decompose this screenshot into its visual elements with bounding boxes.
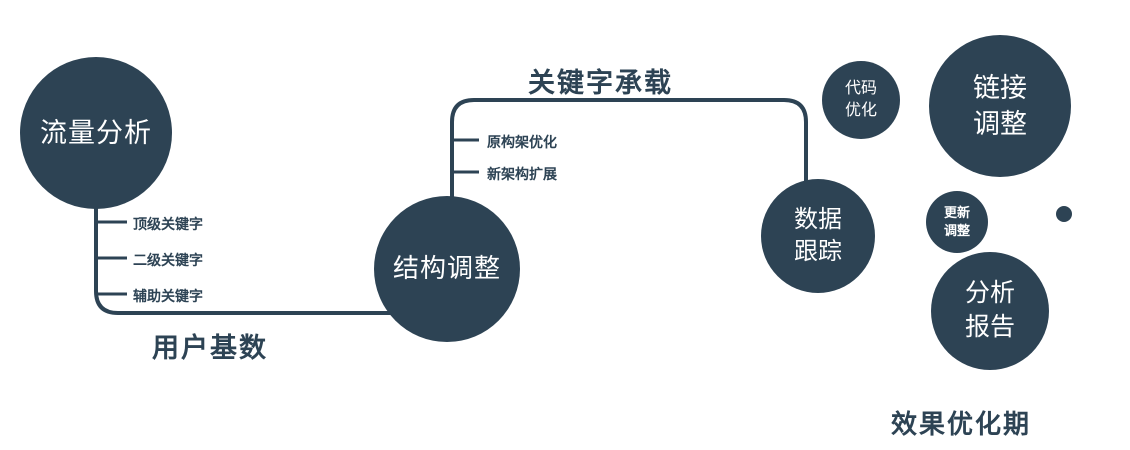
node-data-tracking: 数据 跟踪	[761, 179, 875, 293]
node-analysis-report-label: 分析 报告	[964, 279, 1015, 341]
node-structure-adjustment-label: 结构调整	[392, 253, 501, 284]
label-user-base: 用户基数	[152, 333, 268, 363]
tick-label-top-keywords: 顶级关键字	[133, 216, 203, 232]
flow-line-top-ticks	[452, 138, 479, 174]
node-code-optimization-label: 代码 优化	[844, 80, 877, 119]
tick-label-auxiliary-keywords: 辅助关键字	[133, 288, 203, 304]
label-keyword-carry: 关键字承载	[528, 68, 673, 98]
node-structure-adjustment: 结构调整	[374, 196, 520, 342]
flow-line-left-ticks	[96, 220, 127, 296]
node-analysis-report: 分析 报告	[931, 252, 1049, 370]
label-effect-optimization-phase: 效果优化期	[891, 409, 1032, 439]
node-link-adjustment-label: 链接 调整	[973, 72, 1027, 139]
node-code-optimization: 代码 优化	[822, 61, 900, 139]
node-traffic-analysis-label: 流量分析	[40, 117, 152, 148]
tick-label-new-architecture: 新架构扩展	[487, 166, 557, 182]
node-update-adjustment-label: 更新 调整	[943, 205, 970, 238]
bullet-dot	[1056, 206, 1072, 222]
node-data-tracking-label: 数据 跟踪	[794, 205, 842, 265]
tick-label-secondary-keywords: 二级关键字	[133, 252, 203, 268]
node-update-adjustment: 更新 调整	[926, 191, 988, 253]
tick-label-original-architecture: 原构架优化	[487, 134, 557, 150]
node-traffic-analysis: 流量分析	[20, 57, 172, 209]
node-link-adjustment: 链接 调整	[929, 35, 1071, 177]
